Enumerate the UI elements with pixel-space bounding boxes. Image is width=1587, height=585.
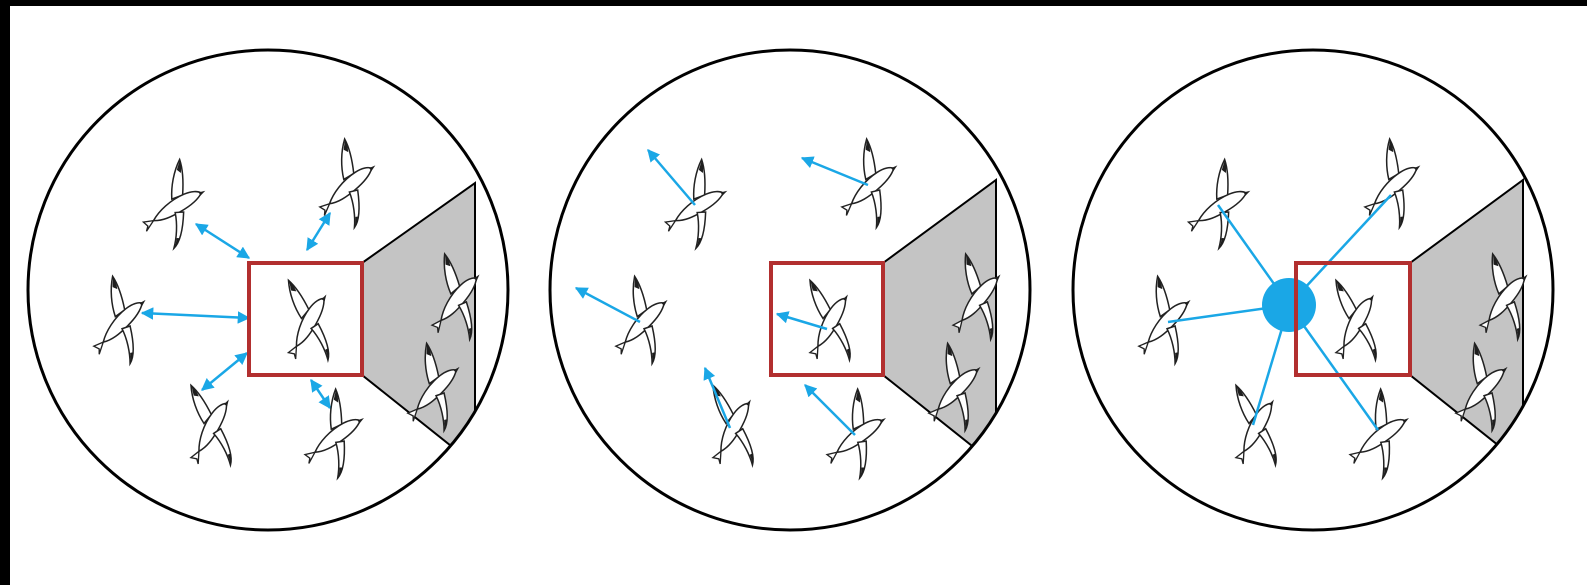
separation-arrow [311,380,330,408]
bird-tail [1235,449,1249,464]
neighbor-bird [1204,380,1304,479]
bird-tail [287,344,301,359]
bird-tail [190,449,204,464]
heading-arrow [648,150,695,205]
neighbor-bird [295,135,397,238]
heading-arrow [802,158,868,185]
separation-arrow [307,213,330,250]
panel-separation [28,50,508,530]
wing-tip [1170,351,1183,364]
neighbor-bird [283,385,384,487]
bird-tail [1335,344,1349,359]
heading-arrow [805,385,855,435]
separation-arrow [202,353,247,390]
center-of-mass [1262,278,1316,332]
neighbor-bird [1328,385,1429,487]
heading-arrow [576,288,640,322]
panel-cohesion [1073,50,1554,530]
wing-tip [125,351,138,364]
separation-arrow [142,313,249,318]
neighbor-bird [1340,135,1442,238]
heading-arrow [777,314,827,329]
blind-zone [362,183,475,465]
focal-bird [778,275,878,374]
blind-zone [883,180,996,465]
neighbor-bird [159,380,259,479]
focal-bird [256,275,356,374]
neighbor-bird [681,380,781,479]
heading-arrow [705,368,730,428]
bird-tail [809,344,823,359]
neighbor-bird [1112,272,1215,375]
neighbor-bird [589,272,692,375]
neighbor-bird [646,156,745,256]
neighbor-bird [124,156,223,256]
separation-arrow [196,224,249,258]
wing-tip [647,351,660,364]
neighbor-bird [817,135,919,238]
focal-bird [1304,275,1404,374]
bird-tail [712,449,726,464]
panel-alignment [550,50,1030,530]
neighbor-bird [67,272,170,375]
blind-zone [1410,180,1523,465]
